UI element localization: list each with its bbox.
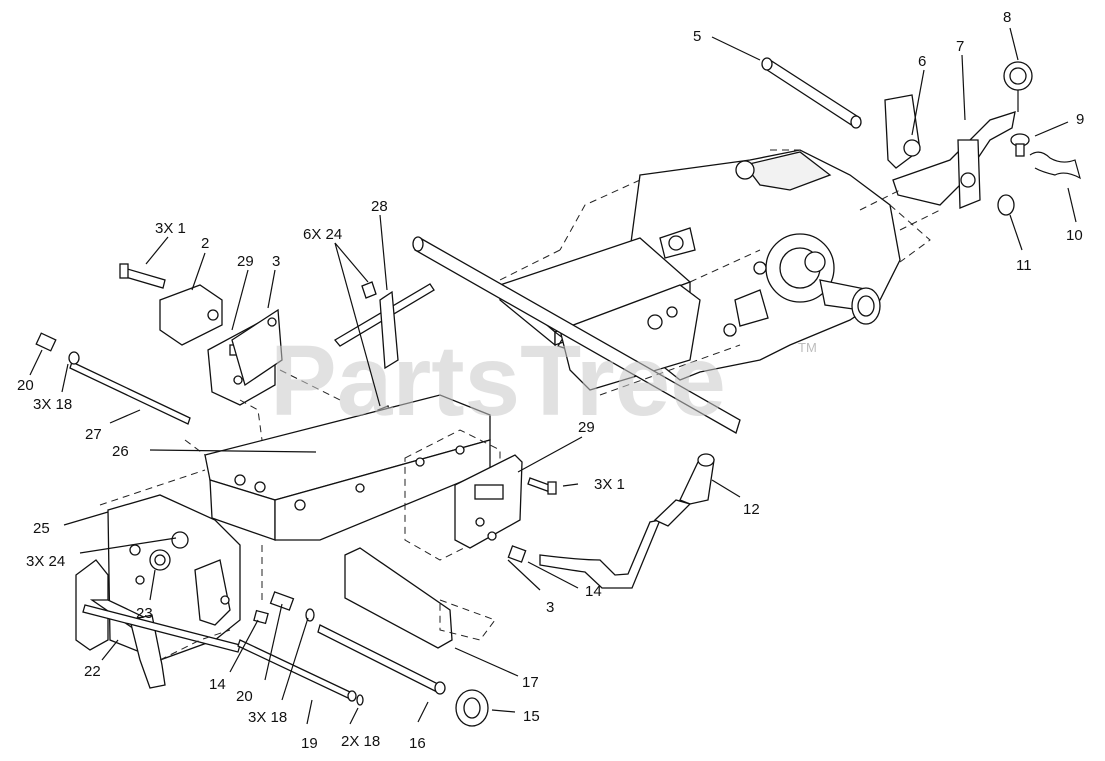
callout-6: 6 bbox=[918, 53, 926, 70]
callout-3x1-right: 3X 1 bbox=[594, 476, 625, 493]
trademark-text: TM bbox=[798, 340, 817, 355]
callout-25: 25 bbox=[33, 520, 50, 537]
callout-29-right: 29 bbox=[578, 419, 595, 436]
transmission-housing bbox=[559, 149, 931, 381]
callout-14-bottom: 14 bbox=[209, 676, 226, 693]
callout-26: 26 bbox=[112, 443, 129, 460]
callout-2: 2 bbox=[201, 235, 209, 252]
callout-9: 9 bbox=[1076, 111, 1084, 128]
frame-rails bbox=[412, 236, 761, 434]
callout-27: 27 bbox=[85, 426, 102, 443]
callout-14-right: 14 bbox=[585, 583, 602, 600]
callout-3x1-top: 3X 1 bbox=[155, 220, 186, 237]
watermark: PartsTree TM bbox=[270, 325, 817, 437]
callout-28: 28 bbox=[371, 198, 388, 215]
callout-8: 8 bbox=[1003, 9, 1011, 26]
callout-22: 22 bbox=[84, 663, 101, 680]
callout-7: 7 bbox=[956, 38, 964, 55]
callout-20-bottom: 20 bbox=[236, 688, 253, 705]
watermark-text: PartsTree bbox=[270, 325, 726, 437]
callout-6x24: 6X 24 bbox=[303, 226, 342, 243]
callout-23: 23 bbox=[136, 605, 153, 622]
leader-lines bbox=[29, 27, 1077, 725]
callout-19: 19 bbox=[301, 735, 318, 752]
callout-5: 5 bbox=[693, 28, 701, 45]
callout-3x18-left: 3X 18 bbox=[33, 396, 72, 413]
callout-15: 15 bbox=[523, 708, 540, 725]
left-bracket-parts bbox=[35, 263, 491, 541]
hitch-assembly bbox=[761, 57, 1081, 231]
callout-11: 11 bbox=[1016, 257, 1032, 274]
callout-10: 10 bbox=[1066, 227, 1083, 244]
callouts: 5 6 7 8 9 10 11 3X 1 2 29 3 6X 24 28 20 … bbox=[17, 9, 1084, 752]
callout-16: 16 bbox=[409, 735, 426, 752]
callout-3-bottom: 3 bbox=[546, 599, 554, 616]
callout-2x18: 2X 18 bbox=[341, 733, 380, 750]
callout-12: 12 bbox=[743, 501, 760, 518]
callout-3x24: 3X 24 bbox=[26, 553, 65, 570]
callout-17: 17 bbox=[522, 674, 539, 691]
lower-bracket-assembly bbox=[75, 494, 241, 689]
lower-shaft-parts bbox=[237, 545, 496, 727]
callout-3x18-bottom: 3X 18 bbox=[248, 709, 287, 726]
callout-20-left: 20 bbox=[17, 377, 34, 394]
right-plate-and-lever bbox=[404, 429, 715, 589]
callout-3-top: 3 bbox=[272, 253, 280, 270]
callout-29-top: 29 bbox=[237, 253, 254, 270]
